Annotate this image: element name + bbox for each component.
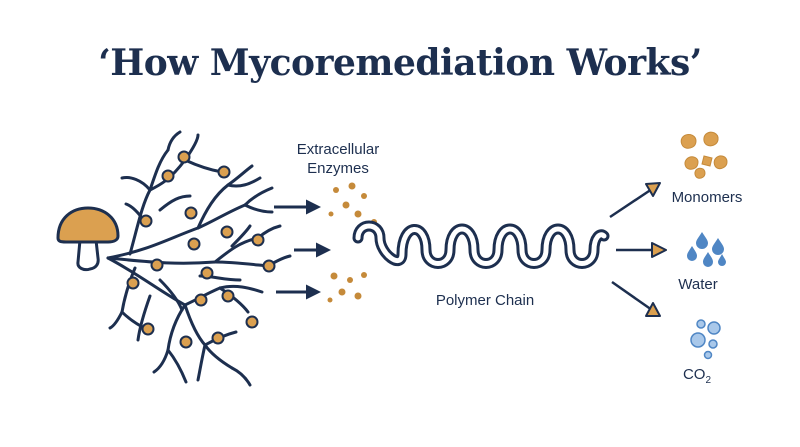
arrow-to-monomers <box>609 187 653 219</box>
arrow-to-co2 <box>611 280 653 312</box>
enzyme-dots-icon <box>327 182 377 303</box>
label-enzymes-line2: Enzymes <box>307 160 369 177</box>
diagram-title: ‘How Mycoremediation Works’ <box>98 42 702 84</box>
label-water: Water <box>678 276 718 293</box>
label-polymer-chain: Polymer Chain <box>435 292 535 309</box>
label-co2-main: CO <box>682 366 706 383</box>
polymer-chain-icon <box>352 220 610 269</box>
water-drops-icon <box>687 232 726 267</box>
label-co2: CO2 <box>672 366 722 386</box>
arrowhead-water <box>651 242 667 258</box>
enzyme-arrows <box>274 199 331 300</box>
label-extracellular-enzymes: Extracellular Enzymes <box>288 140 388 178</box>
arrowhead-monomers <box>645 182 661 197</box>
co2-bubbles-icon <box>690 319 721 360</box>
mycelium-spores <box>126 150 276 349</box>
monomers-icon <box>680 131 728 179</box>
output-arrowheads <box>645 182 667 317</box>
output-arrows <box>609 187 656 312</box>
label-co2-subscript: 2 <box>705 375 712 386</box>
mycelium-icon <box>106 130 292 387</box>
label-monomers: Monomers <box>671 189 743 206</box>
mushroom-icon <box>56 206 120 272</box>
arrowhead-co2 <box>645 302 661 317</box>
label-enzymes-line1: Extracellular <box>296 141 380 158</box>
